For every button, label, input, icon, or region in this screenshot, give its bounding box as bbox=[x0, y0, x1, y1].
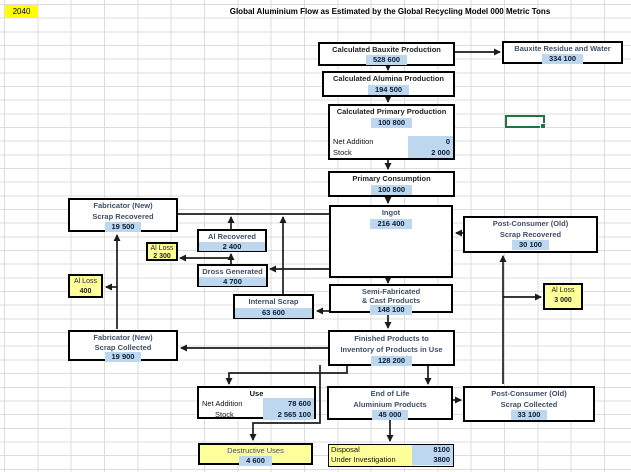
box-label: Al Recovered bbox=[208, 232, 256, 241]
row-value: 2 565 100 bbox=[263, 409, 314, 420]
flow-finished-to-use bbox=[225, 365, 348, 385]
box-value: 2 400 bbox=[199, 241, 265, 251]
box-value: 19 900 bbox=[104, 352, 142, 362]
box-calculated-bauxite-production[interactable]: Calculated Bauxite Production 528 600 bbox=[318, 42, 455, 66]
row-label: Stock bbox=[215, 410, 234, 419]
title-line1: Global Aluminium Flow as Estimated by th… bbox=[229, 7, 489, 16]
box-bauxite-residue-and-water[interactable]: Bauxite Residue and Water 334 100 bbox=[502, 41, 623, 64]
box-value: 194 500 bbox=[367, 84, 410, 95]
box-label: Internal Scrap bbox=[248, 297, 299, 306]
row-value: 8100 bbox=[412, 445, 453, 455]
selected-cell[interactable] bbox=[505, 115, 546, 129]
box-label: Use bbox=[249, 389, 264, 398]
row-value: 78 600 bbox=[263, 398, 314, 409]
net-addition-row: Net Addition 0 bbox=[330, 136, 453, 147]
spacer bbox=[330, 128, 453, 136]
box-internal-scrap[interactable]: Internal Scrap 63 600 bbox=[233, 294, 314, 319]
box-label: Post-Consumer (Old) bbox=[492, 219, 569, 228]
box-calculated-alumina-production[interactable]: Calculated Alumina Production 194 500 bbox=[322, 71, 455, 97]
box-label: Semi-Fabricated bbox=[361, 287, 421, 296]
box-value: 400 bbox=[79, 288, 92, 295]
box-value: 30 100 bbox=[512, 240, 549, 250]
year-cell[interactable]: 2040 bbox=[5, 5, 38, 18]
box-value: 33 100 bbox=[510, 410, 548, 420]
box-value: 528 600 bbox=[365, 55, 408, 65]
box-fabricator-new-scrap-collected[interactable]: Fabricator (New) Scrap Collected 19 900 bbox=[68, 330, 178, 362]
fill-handle[interactable] bbox=[540, 123, 546, 129]
box-label: & Cast Products bbox=[361, 296, 421, 305]
box-label: Fabricator (New) bbox=[93, 333, 153, 342]
box-label: Destructive Uses bbox=[227, 446, 284, 455]
box-value: 3 000 bbox=[554, 297, 572, 304]
box-label: Al Loss bbox=[551, 287, 575, 294]
row-label: Disposal bbox=[331, 445, 360, 454]
box-post-consumer-old-scrap-recovered[interactable]: Post-Consumer (Old) Scrap Recovered 30 1… bbox=[463, 216, 598, 253]
box-label: Post-Consumer (Old) bbox=[491, 389, 567, 398]
row-label: Net Addition bbox=[333, 137, 374, 146]
box-label: Al Loss bbox=[150, 245, 174, 252]
row-label: Under Investigation bbox=[331, 455, 396, 464]
disposal-row: Disposal 8100 bbox=[329, 445, 453, 455]
box-al-loss-fab-recovery[interactable]: Al Loss 2 300 bbox=[146, 242, 178, 261]
box-value: 100 800 bbox=[370, 184, 413, 195]
box-label: Ingot bbox=[381, 208, 401, 217]
box-finished-products-to-inventory[interactable]: Finished Products to Inventory of Produc… bbox=[328, 330, 455, 366]
box-ingot[interactable]: Ingot 216 400 bbox=[329, 205, 453, 278]
row-value: 3800 bbox=[412, 455, 453, 465]
title-line2: 000 Metric Tons bbox=[490, 7, 551, 16]
flow-finished-to-destructive bbox=[249, 365, 321, 441]
row-label: Stock bbox=[333, 148, 352, 157]
box-dross-generated[interactable]: Dross Generated 4 700 bbox=[197, 264, 268, 287]
box-value: 63 600 bbox=[235, 307, 312, 318]
box-label: Calculated Alumina Production bbox=[333, 74, 444, 83]
box-end-of-life-aluminium-products[interactable]: End of Life Aluminium Products 45 000 bbox=[327, 386, 453, 420]
box-al-loss-pc-recovery[interactable]: Al Loss 3 000 bbox=[543, 283, 583, 310]
box-value: 148 100 bbox=[370, 305, 412, 315]
box-label: Bauxite Residue and Water bbox=[514, 44, 611, 53]
box-label: Scrap Collected bbox=[94, 342, 152, 352]
box-value: 128 200 bbox=[370, 356, 413, 366]
row-label: Net Addition bbox=[202, 399, 243, 408]
box-label: Fabricator (New) bbox=[93, 201, 153, 210]
box-label: Scrap Recovered bbox=[499, 229, 562, 239]
box-value: 19 500 bbox=[104, 222, 142, 232]
box-label: Finished Products to bbox=[354, 334, 429, 343]
box-value: 2 300 bbox=[153, 253, 171, 260]
net-addition-row: Net Addition 78 600 bbox=[199, 398, 314, 409]
box-use[interactable]: Use Net Addition 78 600 Stock 2 565 100 bbox=[197, 386, 316, 420]
chart-title: Global Aluminium Flow as Estimated by th… bbox=[180, 6, 600, 17]
under-investigation-row: Under Investigation 3800 bbox=[329, 455, 453, 465]
box-value: 334 100 bbox=[541, 53, 584, 64]
box-fabricator-new-scrap-recovered[interactable]: Fabricator (New) Scrap Recovered 19 500 bbox=[68, 198, 178, 232]
box-label: Al Loss bbox=[74, 278, 97, 285]
stock-row: Stock 2 565 100 bbox=[199, 409, 314, 420]
box-al-recovered[interactable]: Al Recovered 2 400 bbox=[197, 229, 267, 252]
box-label: End of Life bbox=[370, 389, 410, 398]
box-label: Scrap Collected bbox=[500, 399, 558, 409]
box-label: Calculated Bauxite Production bbox=[332, 45, 441, 54]
box-al-loss-fab-collection[interactable]: Al Loss 400 bbox=[68, 274, 103, 298]
box-semi-fabricated-cast-products[interactable]: Semi-Fabricated & Cast Products 148 100 bbox=[329, 284, 453, 315]
stock-row: Stock 2 000 bbox=[330, 147, 453, 158]
box-label: Calculated Primary Production bbox=[336, 107, 447, 116]
box-value: 45 000 bbox=[371, 410, 409, 420]
box-label: Primary Consumption bbox=[352, 174, 431, 183]
box-value: 4 600 bbox=[239, 455, 272, 466]
box-primary-consumption[interactable]: Primary Consumption 100 800 bbox=[328, 171, 455, 197]
box-post-consumer-old-scrap-collected[interactable]: Post-Consumer (Old) Scrap Collected 33 1… bbox=[463, 386, 595, 422]
box-value: 216 400 bbox=[370, 218, 412, 229]
row-value: 2 000 bbox=[408, 147, 453, 158]
box-label: Dross Generated bbox=[202, 267, 263, 276]
box-destructive-uses[interactable]: Destructive Uses 4 600 bbox=[198, 443, 313, 466]
box-calculated-primary-production[interactable]: Calculated Primary Production 100 800 Ne… bbox=[328, 104, 455, 160]
row-value: 0 bbox=[408, 136, 453, 147]
box-label: Inventory of Products in Use bbox=[340, 345, 443, 354]
box-value: 4 700 bbox=[199, 276, 266, 286]
box-disposal-under-investigation[interactable]: Disposal 8100 Under Investigation 3800 bbox=[328, 444, 454, 467]
box-label: Aluminium Products bbox=[353, 399, 427, 409]
box-label: Scrap Recovered bbox=[92, 211, 154, 221]
box-value: 100 800 bbox=[370, 117, 413, 128]
